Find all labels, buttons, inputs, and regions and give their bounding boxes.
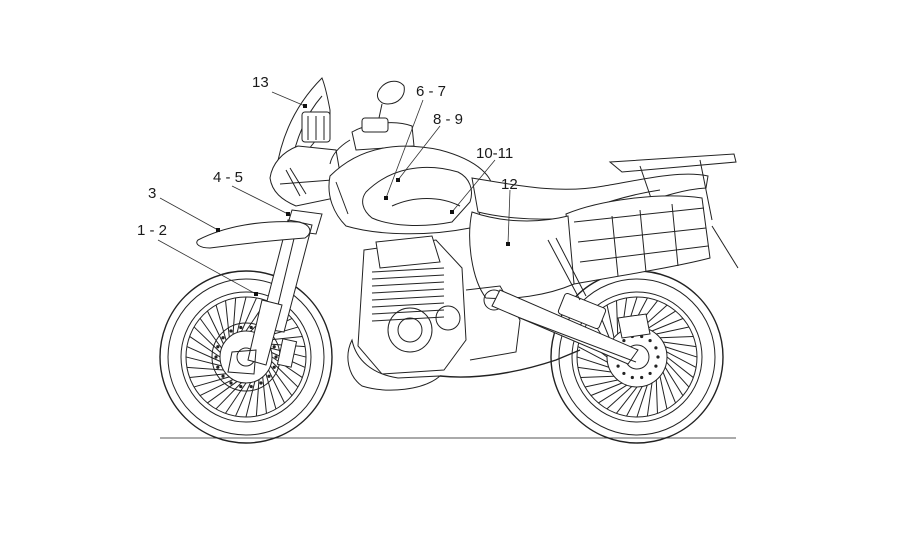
engine [347, 235, 521, 391]
callout-label-6-7: 6 - 7 [416, 83, 446, 100]
front-fender [196, 221, 311, 249]
callout-label-13: 13 [252, 74, 269, 91]
callout-label-4-5: 4 - 5 [213, 169, 243, 186]
callout-markers [216, 104, 510, 296]
rear-caliper [617, 313, 651, 339]
side-panel [469, 211, 575, 299]
front-wheel [159, 270, 333, 444]
callout-label-1-2: 1 - 2 [137, 222, 167, 239]
swingarm [491, 289, 639, 365]
handlebar [329, 117, 415, 165]
callout-label-8-9: 8 - 9 [433, 111, 463, 128]
callout-label-12: 12 [501, 176, 518, 193]
front-fork [227, 209, 323, 375]
windshield-fairing [269, 77, 345, 207]
fuel-tank [328, 145, 494, 235]
side-pannier [565, 195, 739, 285]
callout-label-10-11: 10-11 [476, 145, 513, 162]
exhaust [439, 349, 581, 378]
rear-shock [547, 237, 587, 301]
callout-label-3: 3 [148, 185, 156, 202]
leader-lines [157, 91, 511, 295]
